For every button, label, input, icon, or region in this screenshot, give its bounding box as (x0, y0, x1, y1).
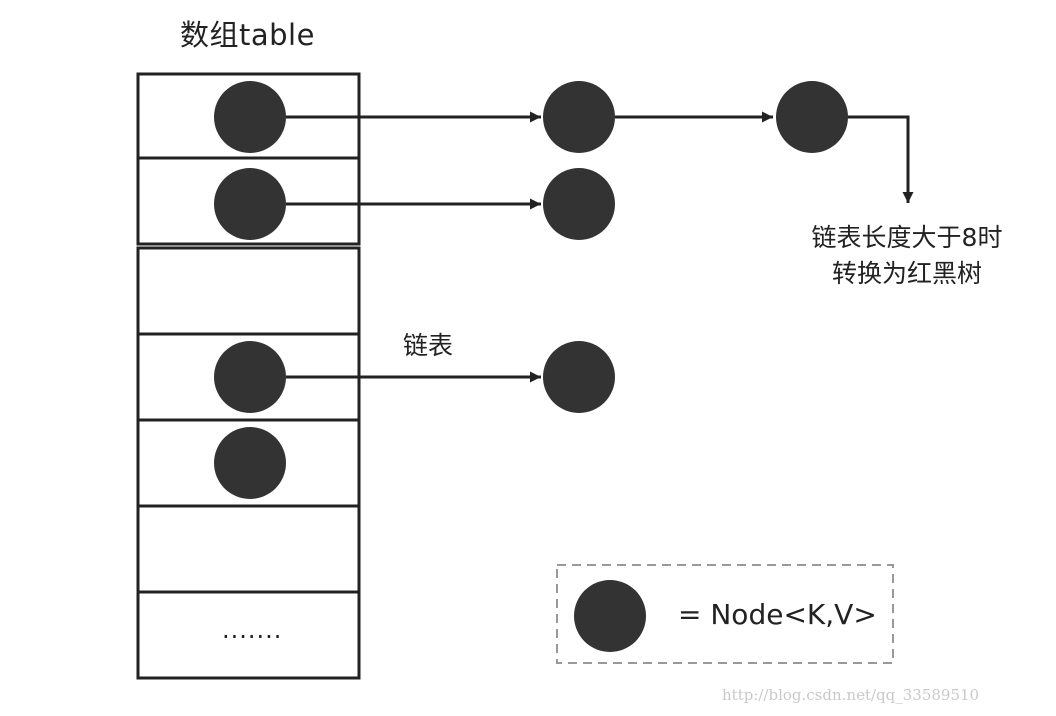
ellipsis: ....... (222, 616, 283, 644)
node-circle (543, 341, 615, 413)
treeify-note: 链表长度大于8时 转换为红黑树 (782, 220, 1032, 292)
linked-list-label: 链表 (403, 331, 454, 360)
legend-label: = Node<K,V> (678, 598, 877, 631)
node-circle (214, 81, 286, 153)
table-slot (136, 590, 361, 680)
table-slot (136, 504, 361, 594)
arrow-to-treeify (848, 115, 914, 203)
node-circle (543, 168, 615, 240)
node-circle (214, 168, 286, 240)
table-slot (136, 246, 361, 336)
links (286, 111, 914, 383)
node-circle (214, 341, 286, 413)
table-title: 数组table (180, 18, 315, 52)
legend-box (556, 564, 894, 664)
table-slot (136, 156, 361, 246)
node-circle (776, 81, 848, 153)
legend-node-icon (574, 580, 646, 652)
nodes (214, 81, 848, 499)
node-circle (214, 427, 286, 499)
treeify-note-line1: 链表长度大于8时 (811, 223, 1003, 252)
watermark: http://blog.csdn.net/qq_33589510 (722, 686, 980, 704)
treeify-note-line2: 转换为红黑树 (831, 259, 982, 288)
node-circle (543, 81, 615, 153)
